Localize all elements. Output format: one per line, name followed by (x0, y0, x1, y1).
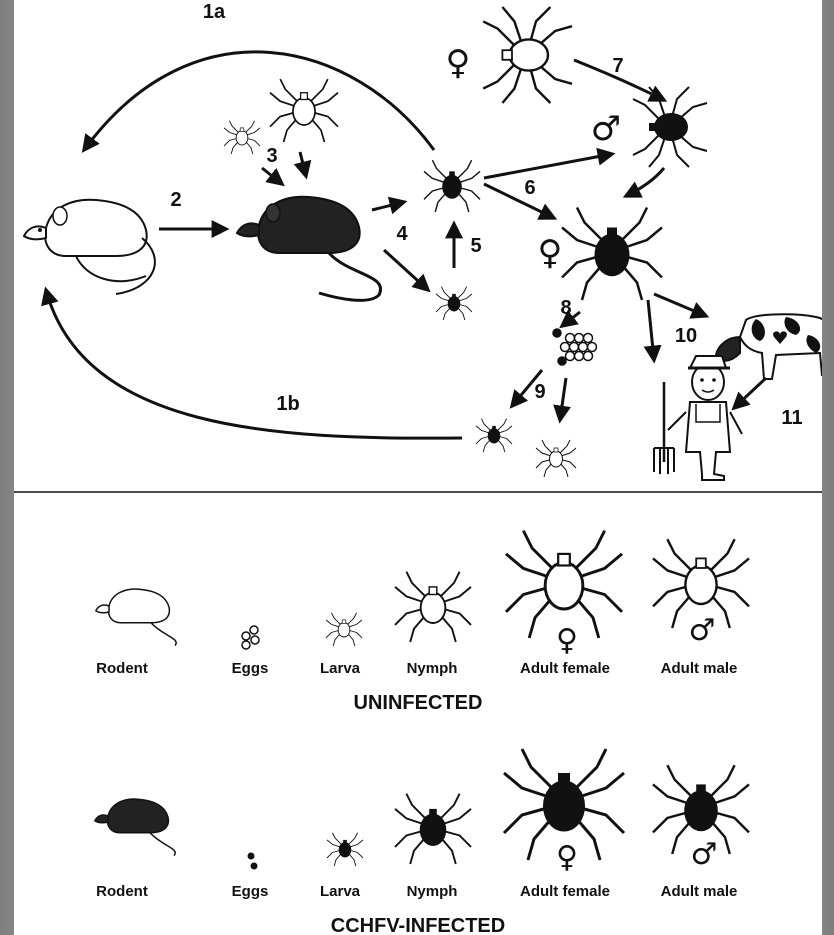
cycle-nymph-light (270, 79, 338, 142)
arrow-9b (560, 378, 566, 420)
legend-infected-label-rodent: Rodent (96, 883, 148, 900)
legend-uninfected-rodent-icon (96, 589, 176, 646)
legend-infected-eggs-icon (248, 853, 258, 870)
legend-uninfected-male-symbol: ♂ (689, 613, 716, 648)
cycle-male-dark (633, 87, 707, 167)
cycle-larva-light (224, 121, 260, 154)
step-label-8: 8 (560, 297, 571, 319)
uninfected-rodent-illustration (24, 200, 155, 294)
legend-infected-female-symbol: ♀ (556, 840, 578, 875)
legend-infected-label-larva: Larva (320, 883, 361, 900)
legend-uninfected-label-male: Adult male (661, 660, 738, 677)
legend-infected-row: ♀ ♂ Rodent Eggs Larva Nymph Adult female… (95, 749, 749, 935)
legend-infected-label-eggs: Eggs (232, 883, 269, 900)
arrow-10b (654, 294, 706, 316)
legend-uninfected-title: UNINFECTED (354, 692, 483, 714)
step-label-11: 11 (781, 407, 802, 429)
cycle-female-dark (562, 208, 662, 301)
arrow-3b (300, 152, 306, 176)
legend-uninfected-eggs-icon (242, 626, 259, 649)
infected-rodent-illustration (237, 197, 381, 301)
legend-uninfected-label-nymph: Nymph (407, 660, 458, 677)
step-label-10: 10 (675, 325, 697, 347)
legend-uninfected-label-eggs: Eggs (232, 660, 269, 677)
figure-panel: 1a 1b 2 3 4 5 6 7 8 9 10 11 ♀ ♂ ♀ ♀ ♂ Ro… (14, 0, 822, 935)
cow-illustration (716, 314, 822, 379)
step-label-1a: 1a (203, 1, 226, 23)
cycle-nymph-dark (424, 160, 480, 212)
arrow-6 (484, 184, 554, 218)
legend-infected-larva-icon (327, 833, 363, 866)
arrow-10a (648, 300, 654, 360)
cycle-arrows (46, 52, 766, 438)
step-label-4: 4 (396, 223, 408, 245)
legend-infected-rodent-icon (95, 799, 175, 856)
cycle-female-symbol-bottom: ♀ (538, 233, 563, 273)
cycle-female-light (483, 7, 572, 103)
legend-infected-label-female: Adult female (520, 883, 610, 900)
legend-uninfected-row: ♀ ♂ Rodent Eggs Larva Nymph Adult female… (96, 531, 749, 714)
legend-infected-male-symbol: ♂ (691, 837, 718, 872)
step-label-2: 2 (170, 189, 181, 211)
cycle-female-symbol-top: ♀ (446, 43, 471, 83)
farmer-illustration (654, 356, 742, 480)
cycle-male-symbol: ♂ (591, 109, 621, 149)
arrow-11 (734, 378, 766, 408)
step-label-1b: 1b (276, 393, 299, 415)
legend-uninfected-label-larva: Larva (320, 660, 361, 677)
cycle-larva-dark (436, 287, 472, 320)
arrow-7c (626, 168, 664, 196)
legend-uninfected-female-symbol: ♀ (556, 623, 578, 658)
arrow-4b (384, 250, 428, 290)
cycle-larva-dark-2 (476, 419, 512, 452)
legend-uninfected-female-icon (506, 531, 622, 638)
life-cycle-section: 1a 1b 2 3 4 5 6 7 8 9 10 11 ♀ ♂ ♀ (24, 1, 822, 480)
arrow-4a (372, 202, 404, 210)
legend-uninfected-label-rodent: Rodent (96, 660, 148, 677)
legend-uninfected-nymph-icon (395, 572, 471, 642)
legend-uninfected-label-female: Adult female (520, 660, 610, 677)
step-label-5: 5 (470, 235, 481, 257)
arrow-1b (46, 290, 462, 438)
cchfv-life-cycle-diagram: 1a 1b 2 3 4 5 6 7 8 9 10 11 ♀ ♂ ♀ ♀ ♂ Ro… (14, 0, 822, 935)
arrow-1a (84, 52, 434, 150)
cycle-larva-light-2 (536, 440, 576, 477)
legend-infected-title: CCHFV-INFECTED (331, 915, 505, 935)
step-label-6: 6 (524, 177, 535, 199)
arrow-7a (484, 154, 612, 178)
step-label-7: 7 (612, 55, 623, 77)
arrow-3a (262, 168, 282, 184)
legend-infected-label-male: Adult male (661, 883, 738, 900)
legend-infected-label-nymph: Nymph (407, 883, 458, 900)
step-label-3: 3 (266, 145, 277, 167)
cycle-eggs-cluster (553, 329, 597, 365)
step-label-9: 9 (534, 381, 545, 403)
legend-uninfected-larva-icon (326, 613, 362, 646)
legend-infected-nymph-icon (395, 794, 471, 864)
